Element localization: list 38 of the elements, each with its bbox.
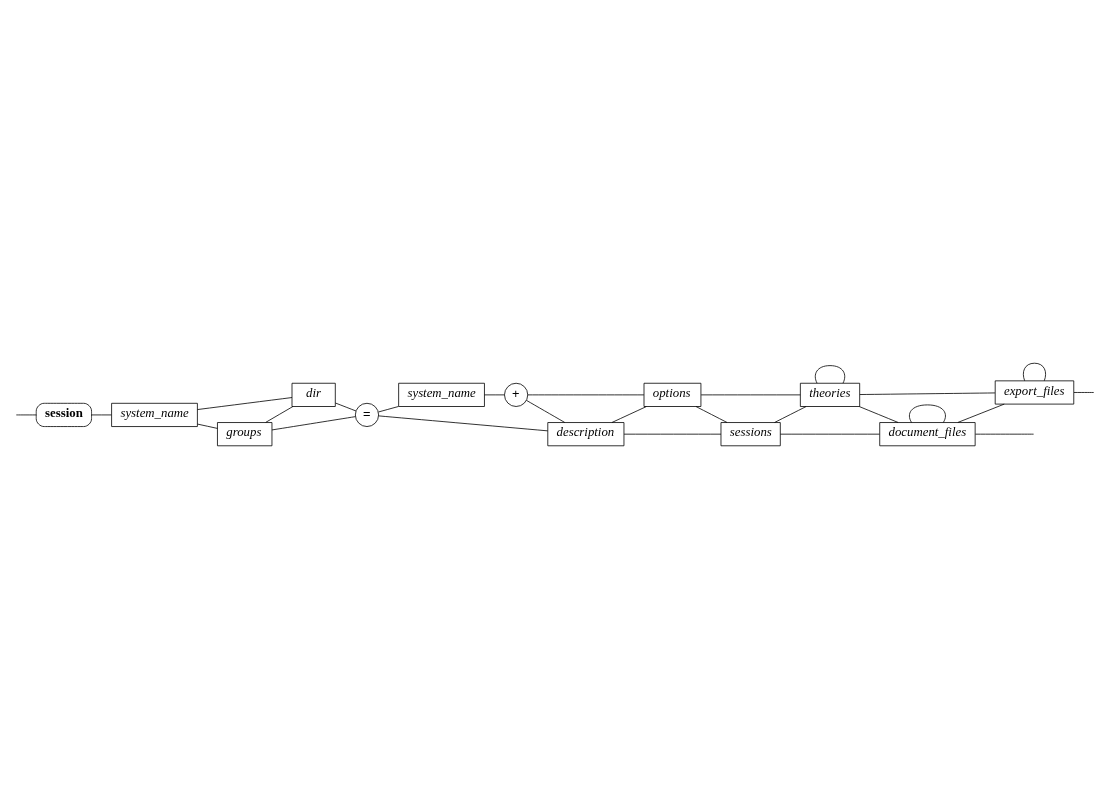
connector (858, 405, 899, 423)
connector (975, 433, 1034, 435)
connector (1073, 391, 1095, 393)
connector (378, 415, 549, 431)
node-box: export_files (994, 379, 1075, 404)
connector (774, 405, 807, 423)
connector (527, 394, 645, 395)
connector (197, 396, 293, 410)
node-box: options (643, 382, 702, 407)
connector (271, 415, 356, 430)
connector (484, 394, 505, 395)
node-box: session (35, 402, 92, 427)
connector (265, 405, 294, 423)
node-box: document_files (879, 421, 976, 446)
connector (378, 405, 399, 412)
node-box: dir (291, 382, 336, 407)
connector (909, 404, 946, 423)
connector (91, 414, 112, 415)
node-box: theories (799, 382, 861, 407)
connector (779, 433, 880, 435)
connector (859, 392, 996, 395)
connector (1022, 362, 1046, 381)
node-circle: + (504, 382, 529, 407)
connector (335, 402, 357, 411)
connector (814, 364, 846, 384)
connector (526, 399, 566, 423)
node-box: system_name (111, 402, 198, 427)
connector (957, 403, 1005, 423)
node-box: system_name (398, 382, 485, 407)
node-box: sessions (720, 421, 781, 446)
node-box: groups (217, 421, 273, 446)
connector (623, 433, 722, 435)
connector (700, 394, 801, 395)
node-circle: = (354, 402, 379, 427)
connector (695, 405, 728, 423)
node-box: description (547, 421, 625, 446)
connector (197, 423, 218, 429)
connector (611, 405, 647, 423)
